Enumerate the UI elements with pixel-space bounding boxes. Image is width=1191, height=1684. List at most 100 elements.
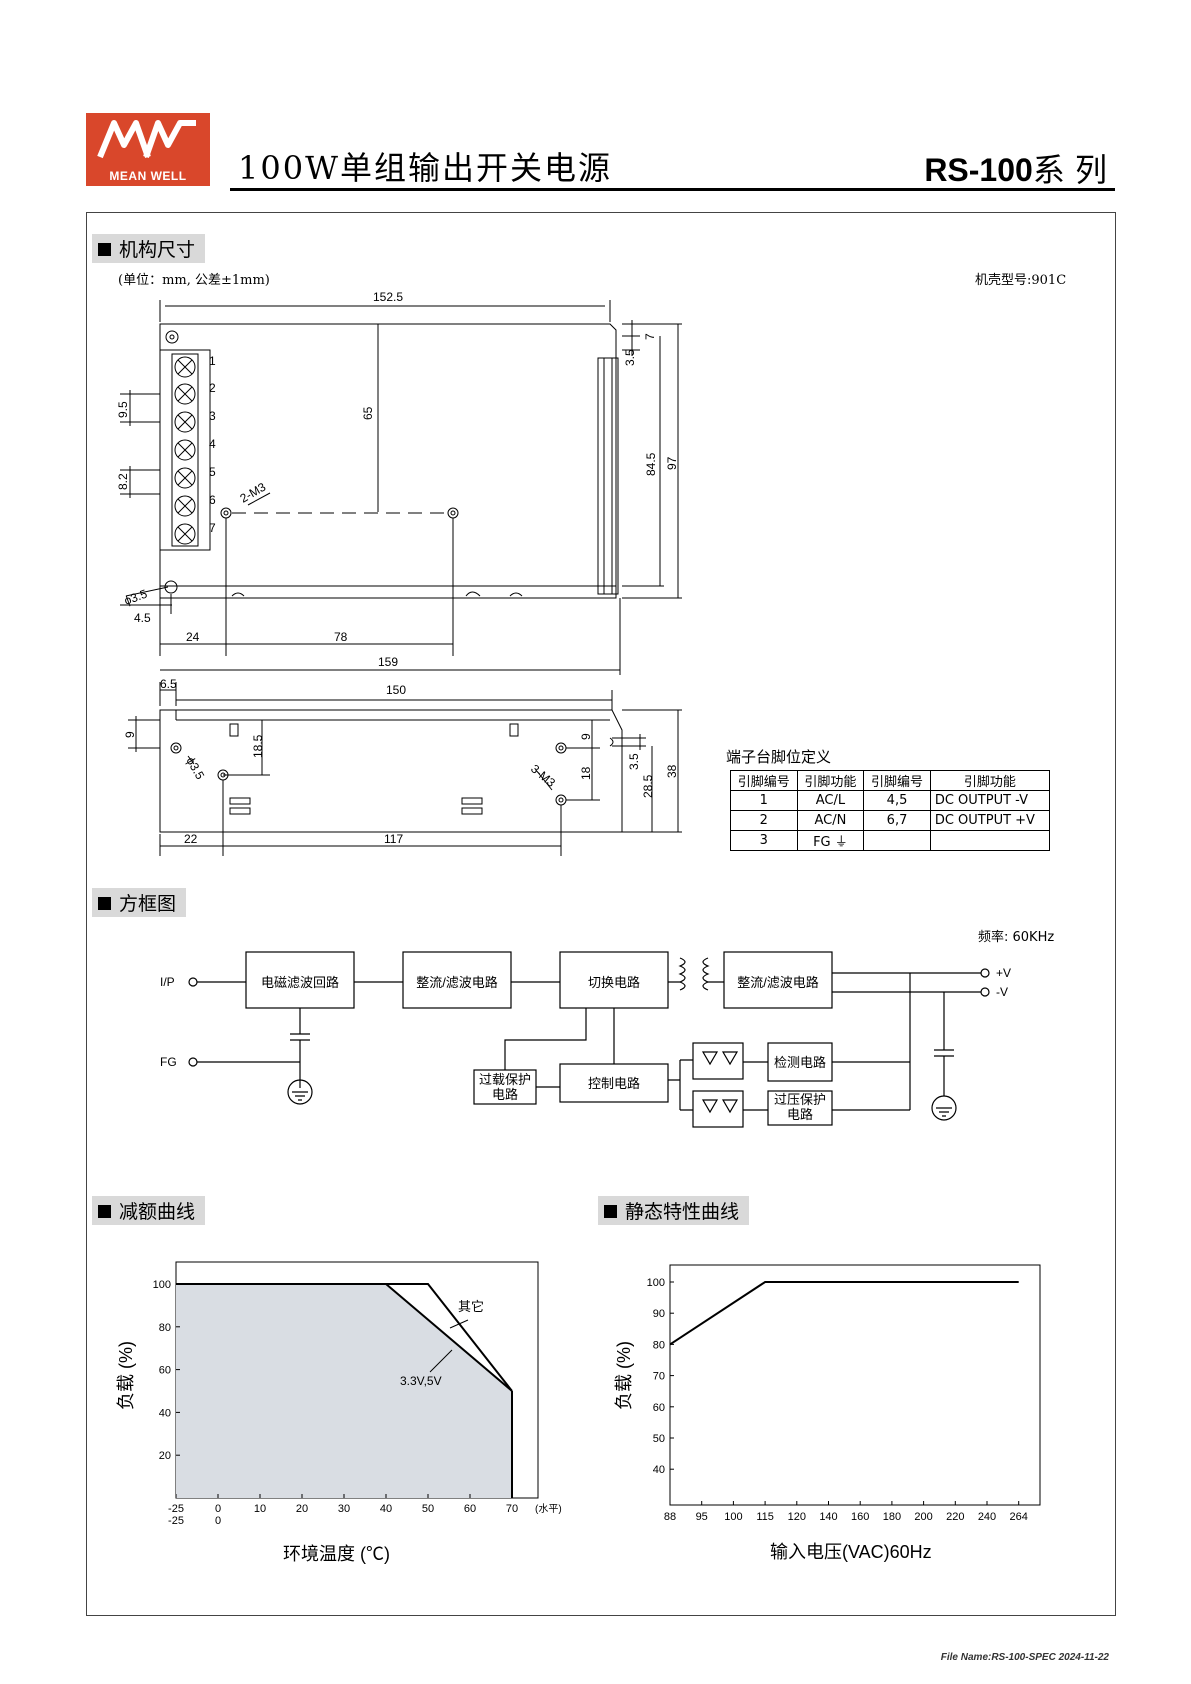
pin-header-4: 引脚功能 [929,770,1051,791]
x-tick-label: 100 [724,1511,742,1523]
x-tick-label: 200 [914,1511,932,1523]
dim-9-5: 9.5 [116,401,130,418]
label-ip: I/P [160,975,175,989]
block-opto1 [692,1042,744,1080]
logo-text: MEAN WELL [109,169,187,183]
block-opto2 [692,1090,744,1128]
y-tick-label: 70 [653,1371,665,1383]
x-tick-label: -25 [168,1503,184,1515]
dim-3-5-side: 3.5 [627,753,641,770]
dim-65: 65 [361,406,375,420]
pin-cell: AC/N [796,810,865,831]
dim-117: 117 [384,832,403,846]
terminal-no-3: 3 [209,409,216,423]
terminal-no-1: 1 [209,354,216,368]
heatsink [597,357,619,595]
label-vplus: +V [996,966,1011,980]
x-tick-label: 70 [506,1503,518,1515]
x-tick-label: 115 [756,1511,774,1523]
dim-8-2: 8.2 [116,473,130,490]
text-ovp-1: 过压保护 [774,1092,826,1107]
dim-6-5: 6.5 [160,677,177,691]
mean-well-logo: MEAN WELL [86,113,210,186]
series-name: RS-100系 列 [924,145,1107,191]
frequency-label: 频率: 60KHz [978,930,1055,945]
y-tick-label: 80 [159,1322,171,1334]
pin-cell: DC OUTPUT +V [929,810,1051,831]
case-number: 机壳型号:901C [975,273,1067,288]
mw-logo-icon [97,120,196,159]
dim-152-5: 152.5 [373,290,403,304]
text-olp-1: 过载保护 [479,1072,531,1087]
terminal-no-6: 6 [209,493,216,507]
label-fg: FG [160,1055,177,1069]
block-rect2 [723,951,833,1009]
terminal-no-2: 2 [209,381,216,395]
x-tick-label-second: -25 [168,1515,184,1527]
y-tick-label: 60 [653,1402,665,1414]
annot-33-5v: 3.3V,5V [400,1374,442,1388]
section-static: 静态特性曲线 [598,1196,750,1225]
section-mechanical: 机构尺寸 [92,234,206,263]
label-vminus: -V [996,985,1008,999]
static-xlabel: 输入电压(VAC)60Hz [770,1542,932,1562]
static-ylabel: 负载 (%) [614,1341,634,1410]
y-tick-label: 40 [159,1407,171,1419]
terminal-no-4: 4 [209,437,216,451]
section-derating: 减额曲线 [92,1196,206,1225]
dim-7: 7 [643,333,657,340]
x-tick-label: 88 [664,1511,676,1523]
dim-150: 150 [386,683,406,697]
dim-22: 22 [184,832,198,846]
x-tick-label: 180 [883,1511,901,1523]
page-title: 100W单组输出开关电源 [238,149,612,187]
block-ovp [767,1090,833,1126]
x-tick-label: 40 [380,1503,392,1515]
side-view-outline [159,709,623,833]
series-model: RS-100 [924,152,1033,188]
text-switch: 切换电路 [588,975,640,990]
dim-4-5: 4.5 [134,611,151,625]
x-tick-label: 264 [1010,1511,1028,1523]
pin-table-title: 端子台脚位定义 [726,748,832,766]
y-tick-label: 20 [159,1450,171,1462]
x-unit: (水平) [535,1503,562,1515]
dim-18-5: 18.5 [251,734,265,758]
series-suffix: 系 列 [1032,151,1107,189]
terminal-no-5: 5 [209,465,216,479]
dim-84-5: 84.5 [644,452,658,476]
derating-xlabel: 环境温度 (℃) [283,1544,390,1564]
dim-97: 97 [665,456,679,470]
text-rect2: 整流/滤波电路 [737,975,819,990]
x-tick-label: 240 [978,1511,996,1523]
pin-table: 引脚编号 引脚功能 引脚编号 引脚功能 1 AC/L 4,5 DC OUTPUT… [730,770,1051,851]
y-tick-label: 90 [653,1308,665,1320]
x-tick-label: 140 [819,1511,837,1523]
dim-78: 78 [334,630,348,644]
annot-other: 其它 [458,1299,484,1314]
y-tick-label: 50 [653,1433,665,1445]
text-rect1: 整流/滤波电路 [416,975,498,990]
dim-159: 159 [378,655,398,669]
dim-18: 18 [579,766,593,780]
pin-header-2: 引脚功能 [796,770,865,791]
section-mechanical-label: 机构尺寸 [119,239,196,261]
x-tick-label: 160 [851,1511,869,1523]
y-tick-label: 100 [153,1279,171,1291]
derating-area [176,1284,512,1498]
section-static-label: 静态特性曲线 [625,1201,740,1223]
x-tick-label: 30 [338,1503,350,1515]
annot-other-leader [449,1319,469,1329]
pin-cell [929,830,1051,851]
dim-3-5: 3.5 [623,349,637,366]
section-derating-label: 减额曲线 [119,1201,196,1223]
x-tick-label: 10 [254,1503,266,1515]
text-control: 控制电路 [588,1076,640,1091]
content-frame [86,212,1116,1616]
y-tick-label: 80 [653,1339,665,1351]
text-olp-2: 电路 [492,1087,518,1102]
x-tick-label: 50 [422,1503,434,1515]
x-tick-label-second: 0 [215,1515,221,1527]
